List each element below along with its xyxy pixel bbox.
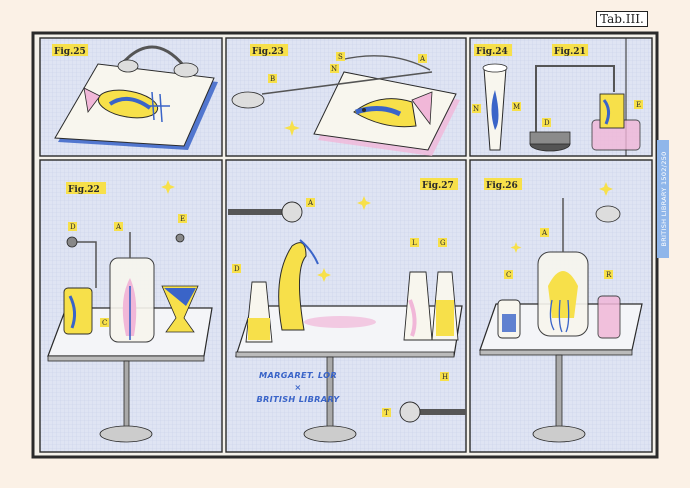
part-letter-h: H	[442, 373, 448, 381]
figure-label-21: Fig.21	[554, 47, 586, 57]
part-letter-c-26: C	[506, 271, 511, 279]
sparkle-decorations	[161, 120, 613, 282]
part-letter-a-27: A	[307, 199, 314, 207]
figure-23-illustration	[231, 55, 460, 156]
part-letter-n: N	[331, 65, 337, 73]
figure-22-illustration	[47, 232, 213, 443]
part-letter-l: L	[412, 239, 417, 247]
part-letter-t: T	[384, 409, 389, 417]
credit-line-2: ×	[294, 382, 302, 392]
part-letter-e-22: E	[180, 215, 185, 223]
figure-21-illustration	[529, 65, 641, 152]
figure-25-illustration	[54, 45, 218, 150]
side-label-text: BRITISH LIBRARY 1502/250	[660, 151, 668, 247]
part-letter-a: A	[419, 55, 426, 63]
credit-line-3: BRITISH LIBRARY	[256, 394, 340, 404]
part-letter-n-24: N	[473, 105, 479, 113]
side-label-badge: BRITISH LIBRARY 1502/250	[657, 140, 669, 258]
part-letter-d-22: D	[70, 223, 76, 231]
figure-label-23: Fig.23	[252, 47, 284, 57]
figure-27-illustration	[228, 201, 466, 443]
part-letter-a-22: A	[115, 223, 122, 231]
figure-24-illustration	[482, 63, 508, 151]
figure-label-27: Fig.27	[422, 181, 454, 191]
part-letter-r: R	[606, 271, 612, 279]
plate-title: Tab.III.	[596, 11, 648, 27]
figure-label-25: Fig.25	[54, 47, 86, 57]
credit-line-1: MARGARET. LOR	[259, 370, 337, 380]
part-letter-c-22: C	[102, 319, 107, 327]
figure-label-22: Fig.22	[68, 185, 100, 195]
figure-label-26: Fig.26	[486, 181, 518, 191]
part-letter-a-26: A	[541, 229, 548, 237]
part-letter-m: M	[513, 103, 520, 111]
part-letter-g: G	[440, 239, 446, 247]
figure-26-illustration	[479, 198, 643, 443]
part-letter-d-27: D	[234, 265, 240, 273]
part-letter-d: D	[544, 119, 550, 127]
part-letter-b: B	[270, 75, 275, 83]
part-letter-e: E	[636, 101, 641, 109]
part-letter-s: S	[338, 53, 343, 61]
figure-label-24: Fig.24	[476, 47, 508, 57]
